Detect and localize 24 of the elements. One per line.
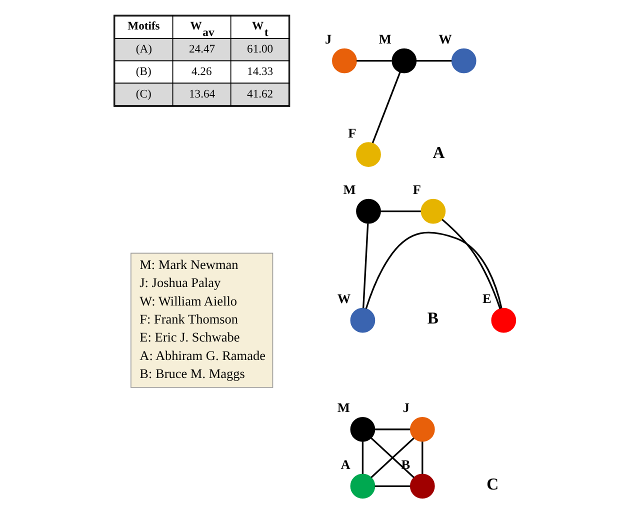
label: 24.47	[188, 42, 215, 56]
label: 4.26	[190, 65, 212, 78]
node-label: E	[482, 291, 491, 306]
label: (A)	[135, 42, 152, 56]
node-label: M	[378, 32, 391, 47]
label: Motifs	[127, 19, 160, 32]
label: 41.62	[246, 87, 273, 100]
label: (C)	[135, 87, 151, 100]
label: A	[432, 142, 444, 162]
node-label: W	[336, 291, 350, 306]
label: 14.33	[246, 65, 273, 78]
label: C	[486, 474, 498, 494]
node-label: J	[402, 400, 410, 416]
node-label: J	[324, 32, 332, 47]
label: (B)	[135, 65, 151, 78]
node-label: A	[340, 457, 350, 472]
label: 61.00	[246, 42, 273, 56]
node-label: W	[438, 32, 452, 47]
node-label: F	[348, 125, 356, 140]
label: 13.64	[188, 87, 215, 100]
node-label: M	[342, 182, 356, 198]
node-label: F	[412, 182, 420, 198]
node-label: M	[336, 400, 350, 416]
label: B	[426, 308, 438, 328]
